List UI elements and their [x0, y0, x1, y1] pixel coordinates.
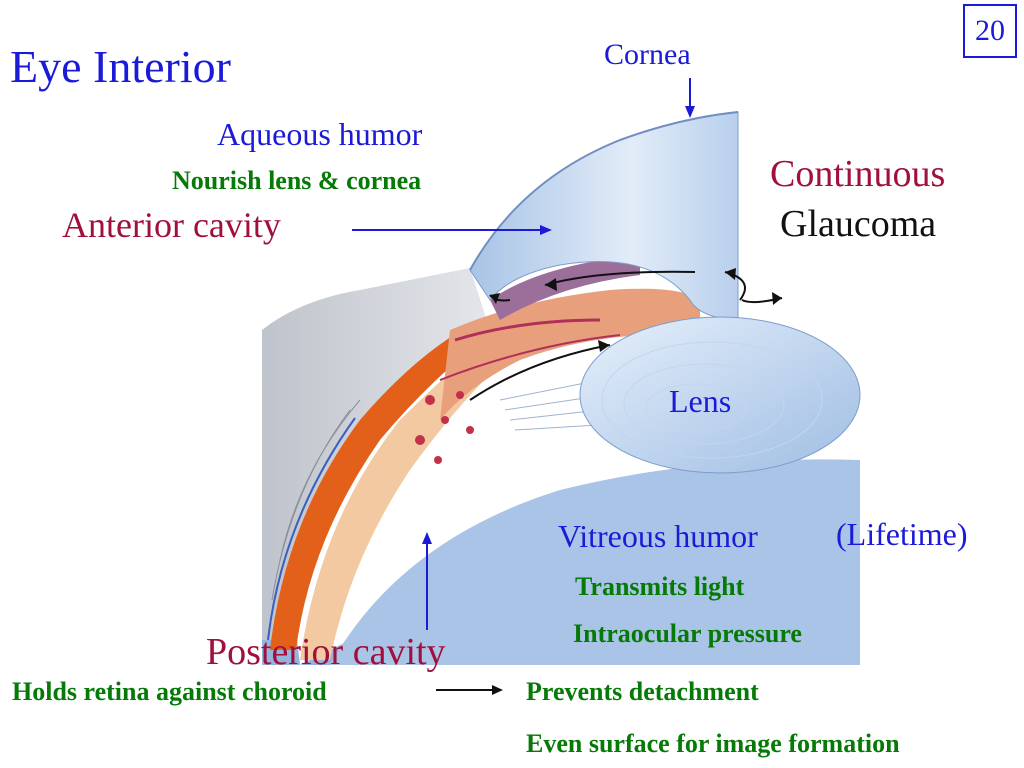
even-surface-label: Even surface for image formation	[526, 729, 900, 758]
lifetime-label: (Lifetime)	[836, 516, 968, 552]
page-number: 20	[963, 4, 1017, 58]
intraocular-pressure-label: Intraocular pressure	[573, 619, 802, 648]
lens-shape	[579, 316, 861, 474]
prevents-detachment-label: Prevents detachment	[526, 677, 759, 706]
posterior-cavity-label: Posterior cavity	[206, 631, 446, 673]
holds-retina-label: Holds retina against choroid	[12, 677, 327, 706]
continuous-label: Continuous	[770, 153, 946, 195]
glaucoma-label: Glaucoma	[780, 203, 937, 245]
aqueous-flow-arrows	[469, 268, 783, 401]
cornea-pointer-arrow	[685, 78, 695, 118]
vitreous-body	[262, 330, 860, 665]
slide-title: Eye Interior	[10, 41, 231, 92]
nourish-label: Nourish lens & cornea	[172, 166, 422, 195]
anterior-cavity-label: Anterior cavity	[62, 205, 281, 245]
lens-label: Lens	[669, 383, 732, 419]
transmits-light-label: Transmits light	[575, 572, 745, 601]
posterior-cavity-arrow	[422, 532, 432, 630]
retina-detachment-arrow	[436, 685, 503, 695]
ciliary-body	[415, 255, 700, 464]
anterior-cavity-arrow	[352, 225, 552, 235]
aqueous-humor-label: Aqueous humor	[217, 116, 423, 152]
vitreous-humor-label: Vitreous humor	[558, 518, 758, 554]
cornea-label: Cornea	[604, 38, 691, 71]
